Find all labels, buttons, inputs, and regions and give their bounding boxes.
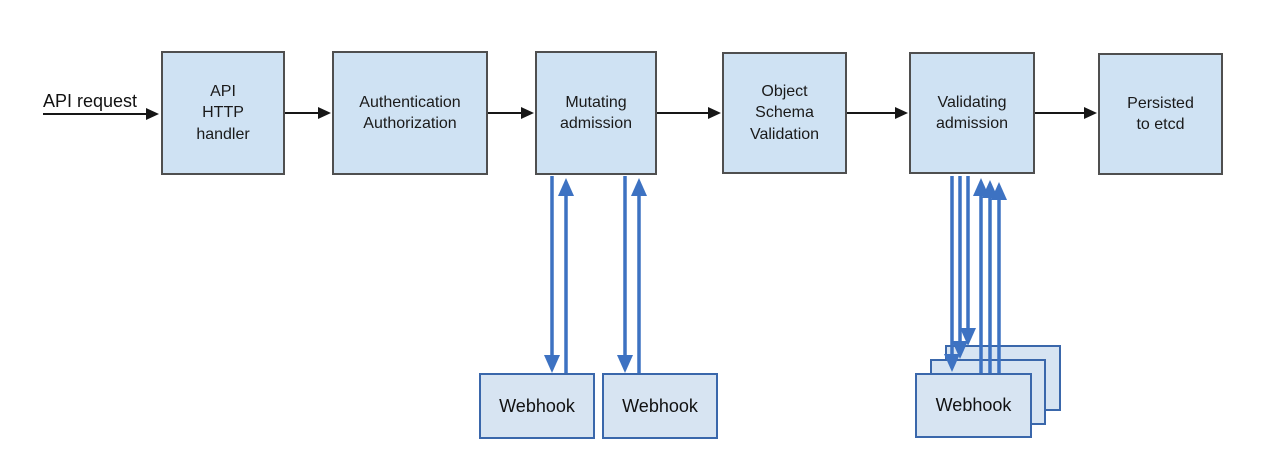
validating-webhook-response-arrow-2: [982, 180, 998, 373]
mutating-webhook1-response-arrow: [558, 178, 574, 373]
validating-webhook-call-arrow-1: [944, 176, 960, 372]
validating-webhook-response-arrow-3: [991, 182, 1007, 373]
node-authentication-authorization: Authentication Authorization: [332, 51, 488, 175]
mutating-webhook1-call-arrow: [544, 176, 560, 373]
validating-webhook-response-arrow-1: [973, 178, 989, 373]
flow-arrow-mutating-to-schema: [657, 107, 721, 119]
mutating-webhook-node-2: Webhook: [602, 373, 718, 439]
node-api-http-handler: API HTTP handler: [161, 51, 285, 175]
mutating-webhook2-response-arrow: [631, 178, 647, 373]
validating-webhook-call-arrow-3: [960, 176, 976, 346]
validating-webhook-node-front: Webhook: [915, 373, 1032, 438]
flow-arrow-handler-to-auth: [285, 107, 331, 119]
flow-arrow-schema-to-validating: [847, 107, 908, 119]
node-persisted-to-etcd: Persisted to etcd: [1098, 53, 1223, 175]
api-request-label: API request: [43, 91, 138, 111]
api-request-arrow: [43, 108, 159, 120]
mutating-webhook-node-1: Webhook: [479, 373, 595, 439]
validating-webhook-call-arrow-2: [952, 176, 968, 359]
flow-arrow-auth-to-mutating: [488, 107, 534, 119]
node-validating-admission: Validating admission: [909, 52, 1035, 174]
node-mutating-admission: Mutating admission: [535, 51, 657, 175]
mutating-webhook2-call-arrow: [617, 176, 633, 373]
flow-arrow-validating-to-etcd: [1035, 107, 1097, 119]
node-object-schema-validation: Object Schema Validation: [722, 52, 847, 174]
